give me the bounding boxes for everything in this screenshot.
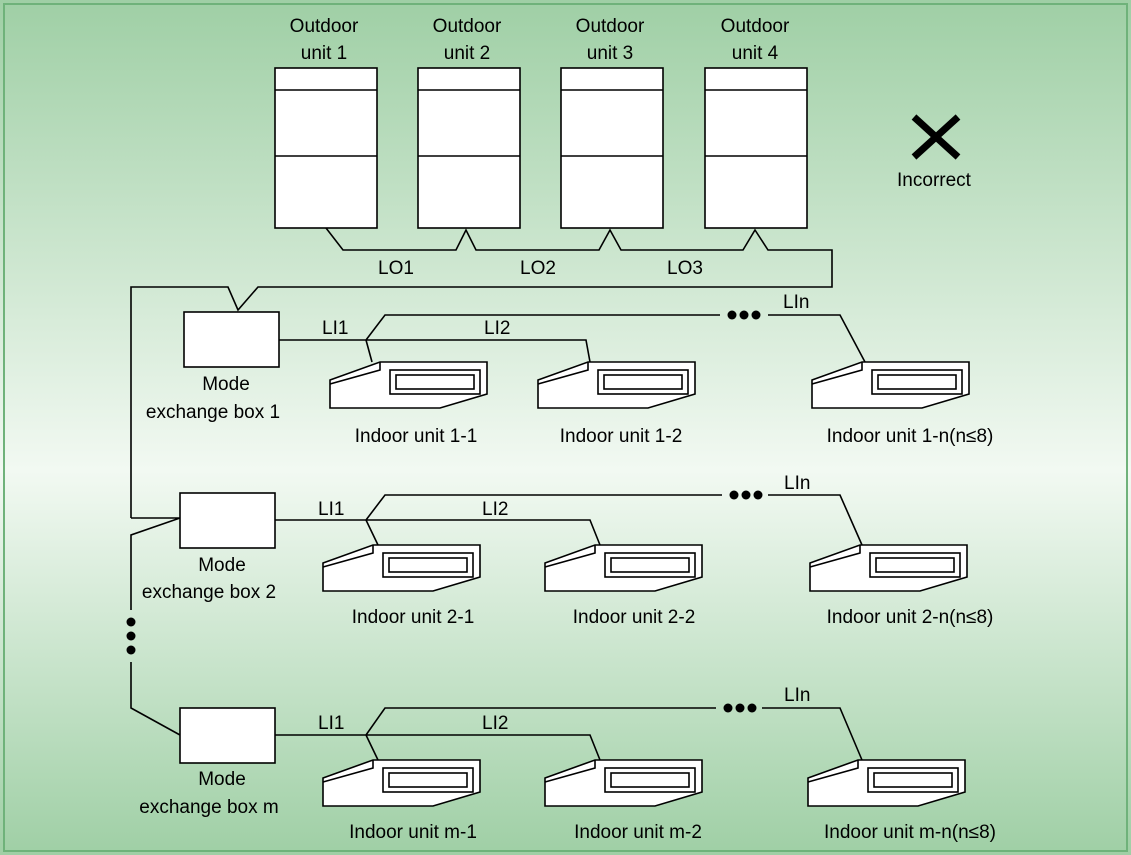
indoor-unit-2-n-label: Indoor unit 2-n(n≤8) (827, 607, 994, 628)
horizontal-ellipsis-2 (729, 490, 763, 500)
cross-icon (911, 114, 961, 160)
frame (3, 3, 1128, 852)
link-label-lo1: LO1 (378, 258, 414, 279)
indoor-unit-2-1-label: Indoor unit 2-1 (352, 607, 475, 628)
mode-box-2-label-line1: Mode (198, 555, 246, 576)
mode-box-1-label-line2: exchange box 1 (146, 402, 280, 423)
group-m-branch-pipe (275, 707, 863, 761)
indoor-unit-m-n (807, 759, 966, 807)
indoor-unit-m-n-label: Indoor unit m-n(n≤8) (824, 822, 996, 843)
indoor-unit-1-2 (537, 361, 696, 409)
link-label-li2: LI2 (482, 499, 508, 520)
indoor-unit-1-n-label: Indoor unit 1-n(n≤8) (827, 426, 994, 447)
group-2: Mode exchange box 2 LI1 LI2 LIn Indoor u… (142, 473, 993, 628)
link-label-li1: LI1 (318, 499, 344, 520)
indoor-unit-2-1 (322, 544, 481, 592)
link-label-li1: LI1 (322, 318, 348, 339)
group-2-branch-pipe (275, 494, 863, 546)
indoor-unit-2-n (809, 544, 968, 592)
outdoor-unit-4-label-line1: Outdoor (721, 16, 790, 37)
mode-box-m-label-line1: Mode (198, 769, 246, 790)
outdoor-unit-3-label-line1: Outdoor (576, 16, 645, 37)
mode-box-2-label-line2: exchange box 2 (142, 582, 276, 603)
indoor-unit-2-2-label: Indoor unit 2-2 (573, 607, 696, 628)
link-label-lo3: LO3 (667, 258, 703, 279)
horizontal-ellipsis-m (723, 703, 757, 713)
mode-box-m-label-line2: exchange box m (139, 797, 278, 818)
indoor-unit-1-1-label: Indoor unit 1-1 (355, 426, 478, 447)
vertical-ellipsis (126, 617, 136, 655)
group-m: Mode exchange box m LI1 LI2 LIn Indoor u… (139, 685, 996, 843)
main-pipe-to-box-2 (130, 517, 181, 610)
mode-exchange-box-m (179, 707, 276, 764)
link-label-lo2: LO2 (520, 258, 556, 279)
indoor-unit-1-n (811, 361, 970, 409)
horizontal-ellipsis-1 (727, 310, 761, 320)
outdoor-unit-3: Outdoor unit 3 (560, 16, 664, 229)
outdoor-unit-2-label-line2: unit 2 (444, 43, 490, 64)
mode-exchange-box-2 (179, 492, 276, 549)
outdoor-main-pipe (130, 227, 833, 518)
link-label-li1: LI1 (318, 713, 344, 734)
indoor-unit-1-2-label: Indoor unit 1-2 (560, 426, 683, 447)
indoor-unit-2-2 (544, 544, 703, 592)
main-pipe-to-box-m (130, 662, 181, 736)
group-1-branch-pipe (279, 314, 866, 363)
indoor-unit-m-1 (322, 759, 481, 807)
indoor-unit-m-2 (544, 759, 703, 807)
link-label-li2: LI2 (484, 318, 510, 339)
outdoor-unit-2: Outdoor unit 2 (417, 16, 521, 229)
link-label-lin: LIn (784, 685, 810, 706)
outdoor-unit-1-label-line1: Outdoor (290, 16, 359, 37)
link-label-lin: LIn (784, 473, 810, 494)
indoor-unit-m-2-label: Indoor unit m-2 (574, 822, 702, 843)
link-label-lin: LIn (783, 292, 809, 313)
outdoor-unit-4-label-line2: unit 4 (732, 43, 779, 64)
mode-box-1-label-line1: Mode (202, 374, 250, 395)
link-label-li2: LI2 (482, 713, 508, 734)
status-label: Incorrect (897, 170, 972, 191)
outdoor-unit-4: Outdoor unit 4 (704, 16, 808, 229)
outdoor-unit-1: Outdoor unit 1 (274, 16, 378, 229)
indoor-unit-m-1-label: Indoor unit m-1 (349, 822, 477, 843)
group-1: Mode exchange box 1 LI1 LI2 LIn Indoor u… (146, 292, 993, 447)
outdoor-unit-1-label-line2: unit 1 (301, 43, 347, 64)
outdoor-unit-2-label-line1: Outdoor (433, 16, 502, 37)
mode-exchange-box-1 (183, 311, 280, 368)
indoor-unit-1-1 (329, 361, 488, 409)
outdoor-unit-3-label-line2: unit 3 (587, 43, 633, 64)
